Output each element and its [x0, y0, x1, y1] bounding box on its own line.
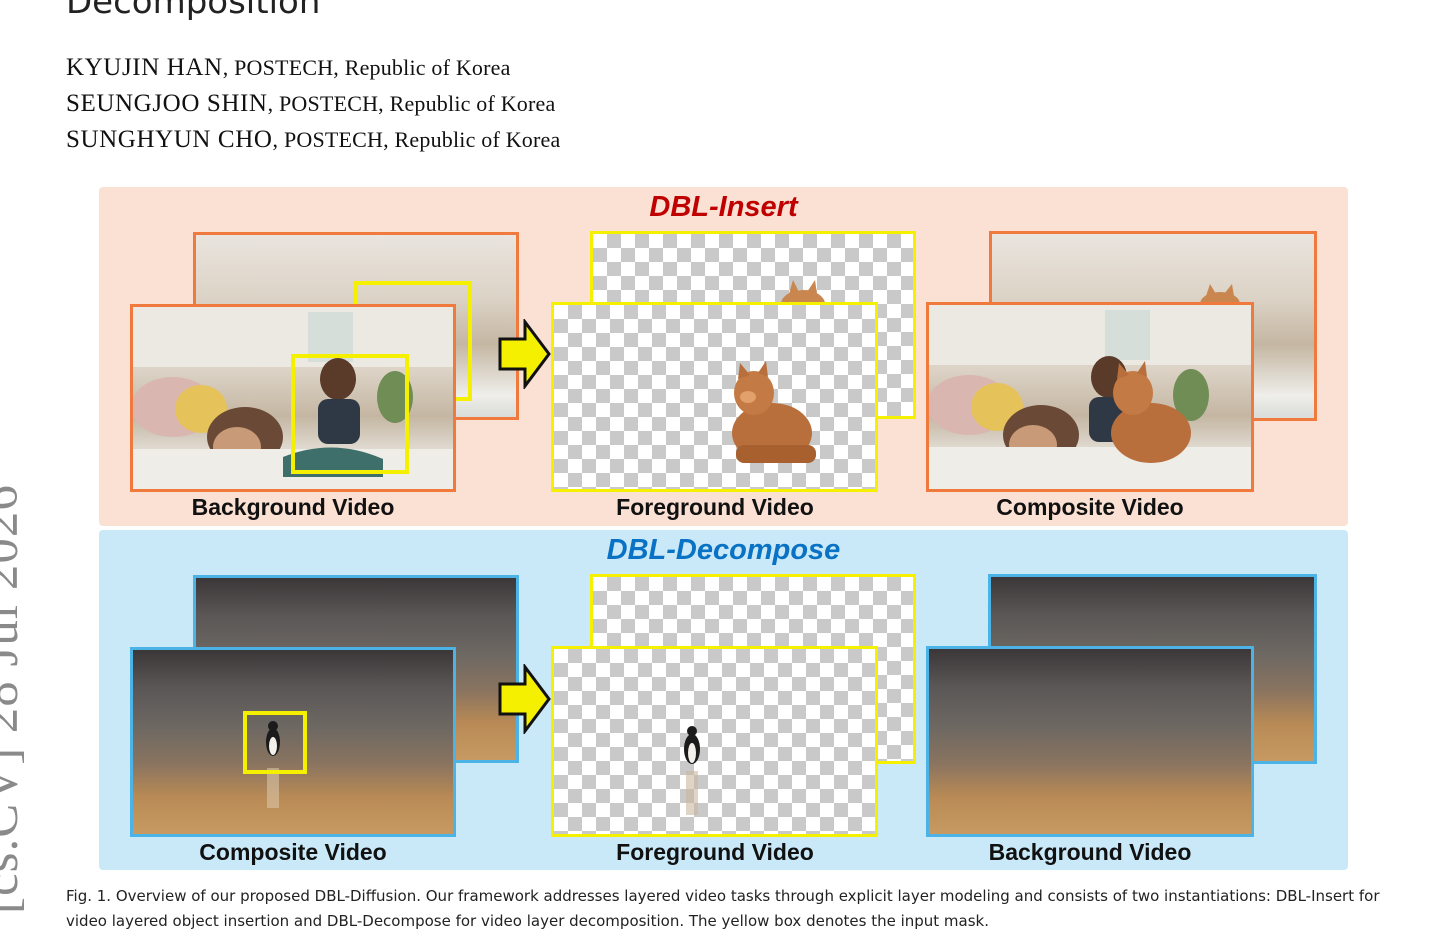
insert-label-background: Background Video	[191, 494, 395, 520]
decompose-label-background: Background Video	[988, 839, 1192, 865]
author-affiliation: POSTECH, Republic of Korea	[278, 91, 556, 116]
author-affiliation: POSTECH, Republic of Korea	[234, 55, 511, 80]
author-affiliation: POSTECH, Republic of Korea	[283, 127, 561, 152]
insert-label-foreground: Foreground Video	[616, 494, 814, 520]
foreground-video-frame-front	[551, 646, 878, 837]
background-video-frame-front	[130, 304, 456, 492]
figure-caption: Fig. 1. Overview of our proposed DBL-Dif…	[66, 887, 1380, 930]
decompose-panel: DBL-Decompose Composite Video Foreground…	[99, 530, 1348, 870]
author-list: KYUJIN HAN, POSTECH, Republic of Korea S…	[66, 50, 560, 158]
author-entry: SUNGHYUN CHO, POSTECH, Republic of Korea	[66, 126, 561, 153]
decompose-panel-title: DBL-Decompose	[606, 534, 841, 566]
decompose-label-composite: Composite Video	[199, 839, 387, 865]
author-name: SUNGHYUN CHO	[66, 126, 273, 153]
penguin-icon	[684, 726, 700, 815]
arrow-right-icon	[498, 319, 551, 389]
foreground-video-frame-front	[551, 302, 878, 492]
author-name: KYUJIN HAN	[66, 54, 223, 81]
insert-label-composite: Composite Video	[996, 494, 1184, 520]
bedroom-with-cat-icon	[929, 305, 1251, 489]
background-video-frame-front	[926, 646, 1254, 837]
author-name: SEUNGJOO SHIN	[66, 90, 268, 117]
arxiv-stamp: [cs.CV] 28 Jul 2026	[0, 484, 29, 914]
author-entry: KYUJIN HAN, POSTECH, Republic of Korea	[66, 54, 511, 81]
decompose-label-foreground: Foreground Video	[616, 839, 814, 865]
input-mask-box	[291, 354, 409, 474]
author-entry: SEUNGJOO SHIN, POSTECH, Republic of Kore…	[66, 90, 556, 117]
insert-panel-title: DBL-Insert	[649, 191, 798, 223]
paper-title-fragment: Decomposition	[66, 0, 321, 22]
input-mask-box	[243, 711, 307, 774]
insert-panel: DBL-Insert	[99, 187, 1348, 526]
arrow-right-icon	[498, 664, 551, 734]
cat-icon	[732, 361, 816, 463]
composite-video-frame-front	[130, 647, 456, 837]
penguin-icon	[266, 721, 280, 808]
composite-video-frame-front	[926, 302, 1254, 492]
